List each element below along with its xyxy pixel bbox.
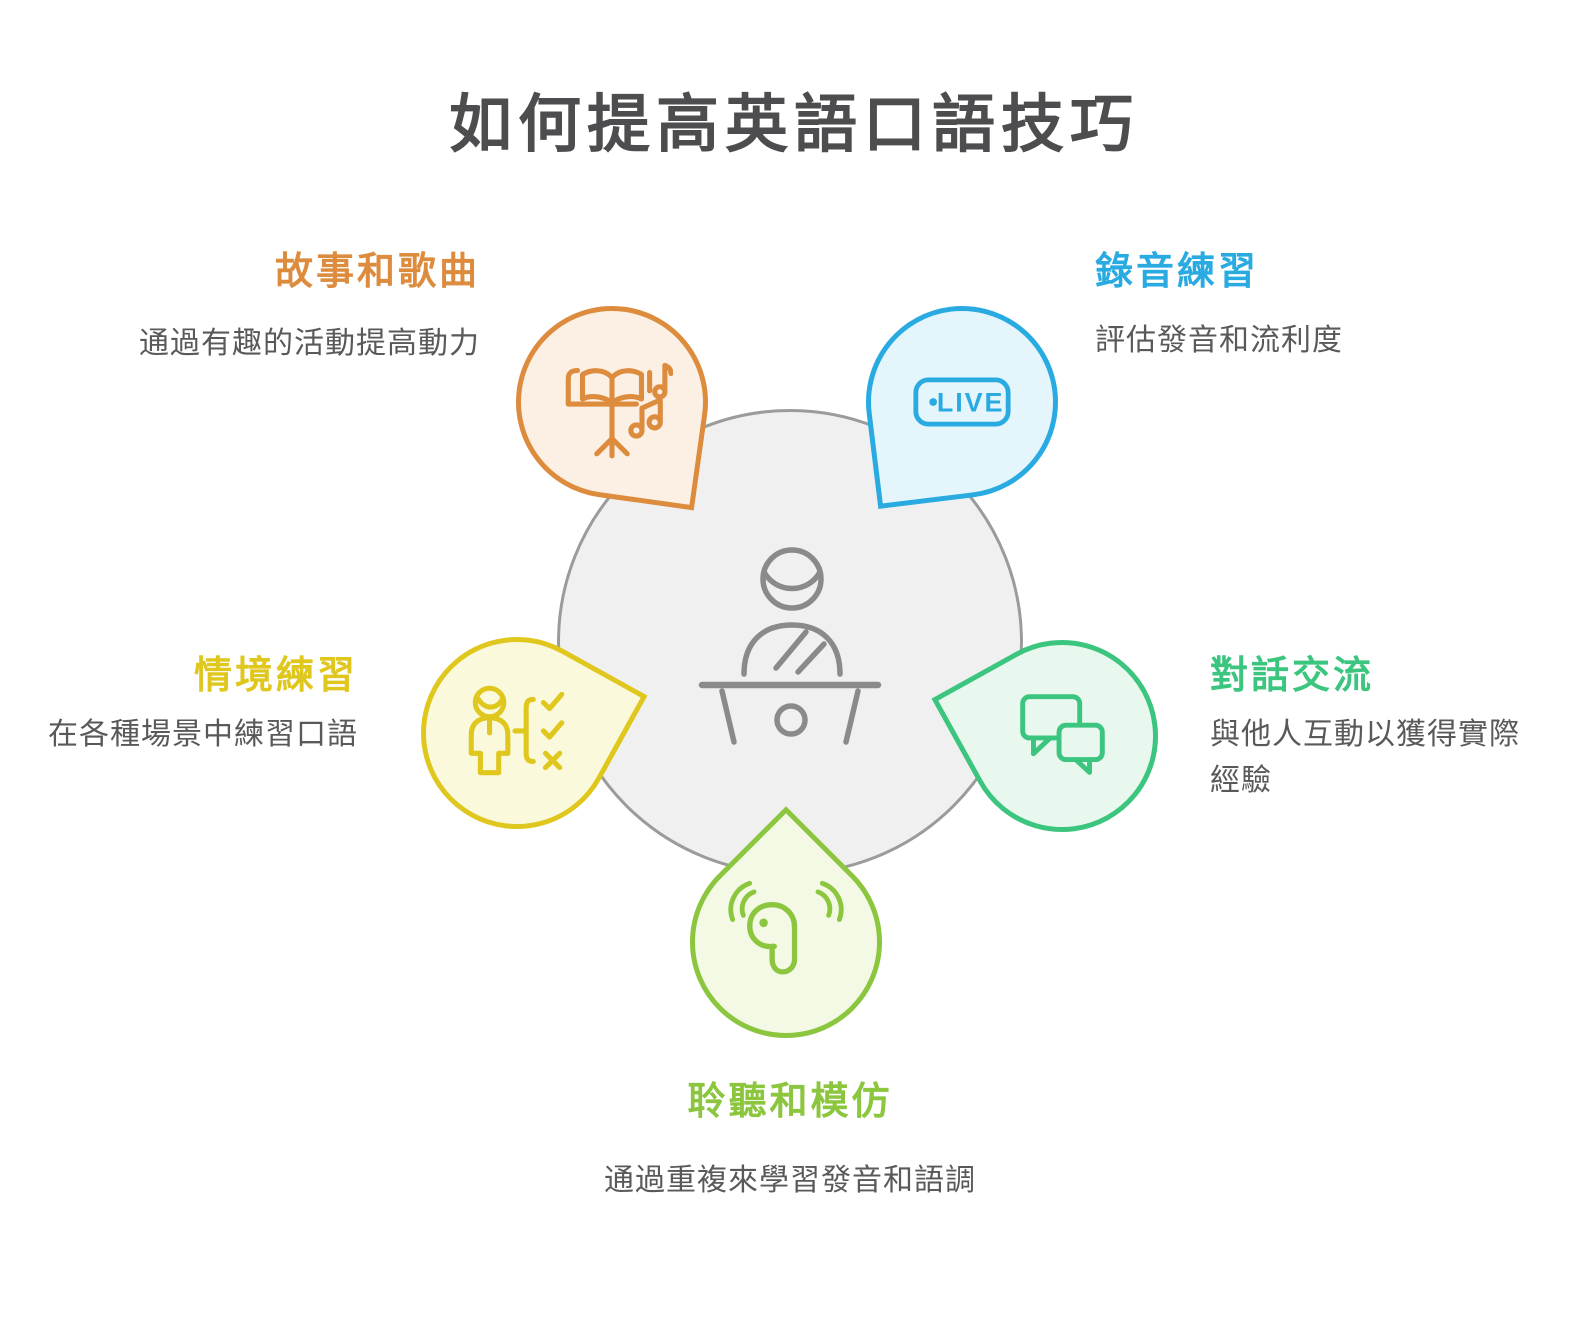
live-badge-text: LIVE <box>937 388 1005 418</box>
item-description-conversation-exchange: 與他人互動以獲得實際經驗 <box>1210 718 1520 797</box>
bubble-recording-practice: LIVE <box>855 295 1069 509</box>
item-heading-recording-practice: 錄音練習 <box>1095 251 1260 293</box>
earbud-icon <box>728 880 844 975</box>
item-description-listen-and-imitate: 通過重複來學習發音和語調 <box>604 1164 976 1197</box>
item-description-stories-and-songs: 通過有趣的活動提高動力 <box>139 327 480 360</box>
item-heading-stories-and-songs: 故事和歌曲 <box>274 251 480 293</box>
bubble-situational-practice <box>386 602 648 864</box>
bubble-stories-and-songs <box>503 293 721 511</box>
page-title: 如何提高英語口語技巧 <box>449 90 1139 160</box>
bubble-conversation-exchange <box>931 605 1193 867</box>
item-heading-conversation-exchange: 對話交流 <box>1210 655 1375 697</box>
item-description-situational-practice: 在各種場景中練習口語 <box>48 718 358 751</box>
chat-bubbles-icon <box>1020 694 1105 775</box>
music-stand-icon <box>565 362 673 459</box>
person-checklist-icon <box>468 685 565 776</box>
bubble-listen-and-imitate <box>650 806 922 1078</box>
speaker-at-podium-icon <box>698 547 882 745</box>
item-heading-situational-practice: 情境練習 <box>193 655 358 697</box>
live-badge-icon: LIVE <box>913 377 1011 427</box>
item-heading-listen-and-imitate: 聆聽和模仿 <box>687 1081 893 1123</box>
item-description-recording-practice: 評估發音和流利度 <box>1095 324 1343 357</box>
